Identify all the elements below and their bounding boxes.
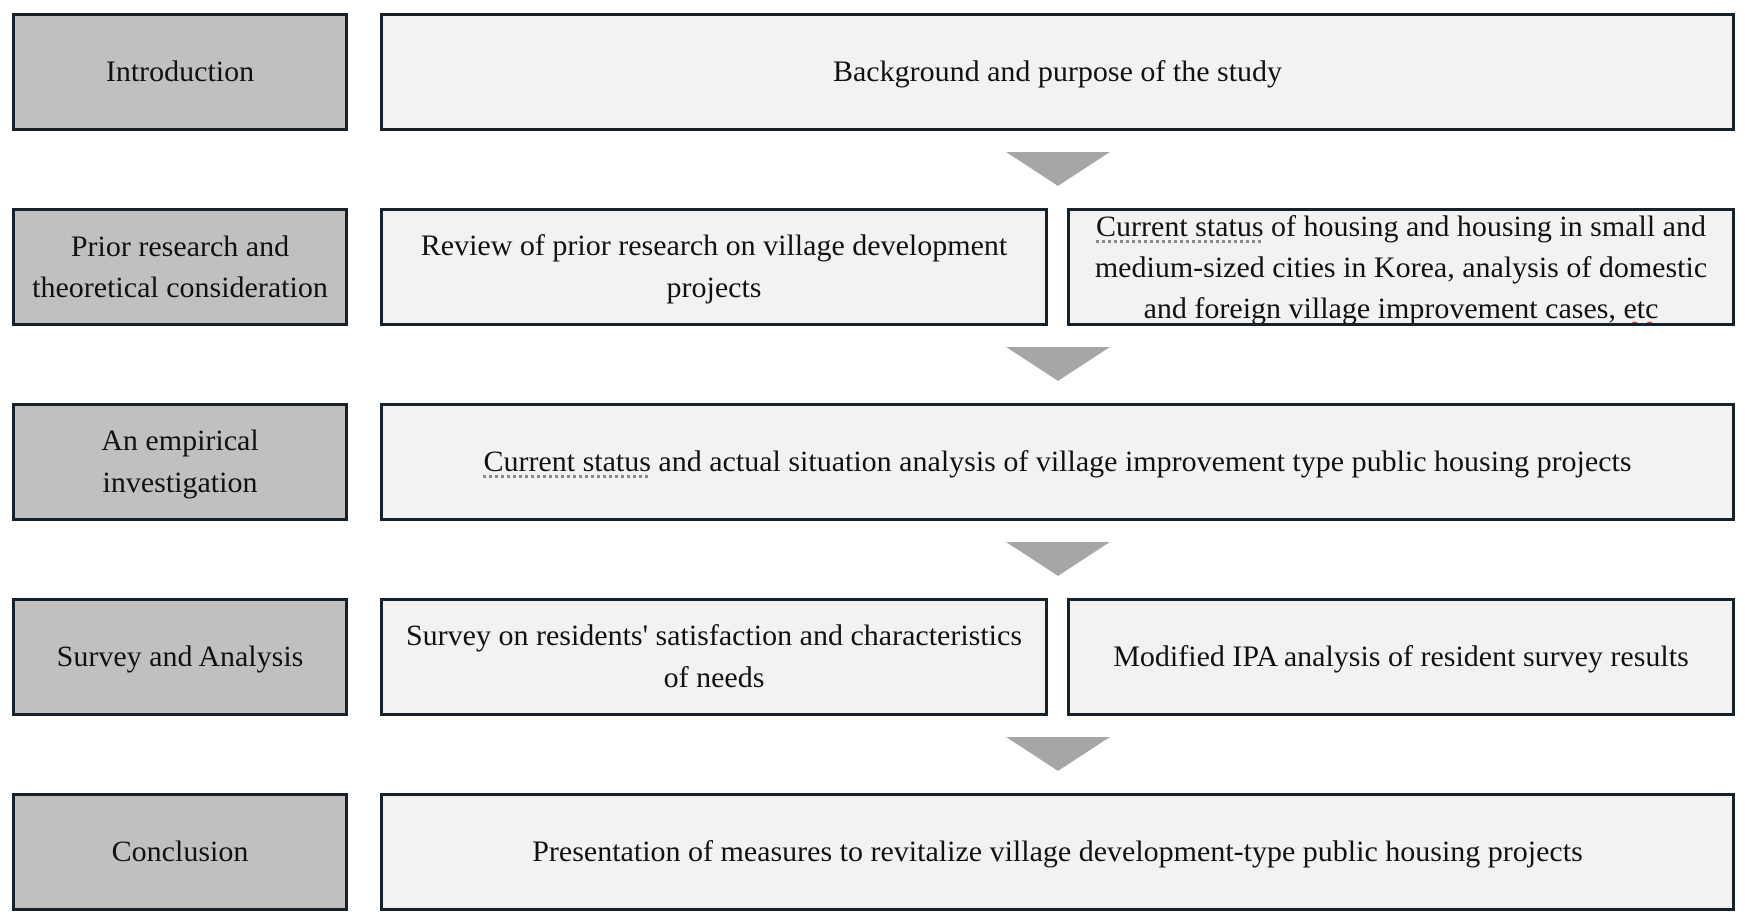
stage-content-text: Review of prior research on village deve…: [420, 229, 1008, 304]
stage-content-text: Modified IPA analysis of resident survey…: [1113, 640, 1689, 673]
stage-content-text: Presentation of measures to revitalize v…: [532, 835, 1583, 868]
stage-label-empirical: An empirical investigation: [12, 403, 348, 521]
stage-content-rest: of housing and housing in small and medi…: [1094, 209, 1708, 325]
stage-content-introduction: Background and purpose of the study: [380, 13, 1735, 131]
stage-label-text: Introduction: [105, 55, 255, 88]
stage-label-prior-research: Prior research and theoretical considera…: [12, 208, 348, 326]
stage-label-introduction: Introduction: [12, 13, 348, 131]
stage-label-text: An empirical investigation: [101, 424, 259, 499]
stage-label-text: Conclusion: [111, 835, 249, 868]
stage-content-text: Current status of housing and housing in…: [1086, 209, 1716, 325]
stage-content-text: Current status and actual situation anal…: [483, 441, 1631, 483]
stage-content-ipa: Modified IPA analysis of resident survey…: [1067, 598, 1735, 716]
stage-content-text: Survey on residents' satisfaction and ch…: [405, 619, 1023, 694]
stage-label-conclusion: Conclusion: [12, 793, 348, 911]
stage-label-text: Prior research and theoretical considera…: [32, 230, 328, 304]
stage-content-text: Background and purpose of the study: [832, 55, 1283, 88]
stage-label-text: Survey and Analysis: [56, 640, 304, 673]
stage-content-current-status: Current status of housing and housing in…: [1067, 208, 1735, 326]
stage-content-empirical: Current status and actual situation anal…: [380, 403, 1735, 521]
spellcheck-phrase: Current status: [483, 445, 651, 478]
down-arrow-icon: [1006, 737, 1110, 771]
stage-content-rest: and actual situation analysis of village…: [650, 445, 1632, 478]
down-arrow-icon: [1006, 347, 1110, 381]
spellcheck-word: etc: [1623, 291, 1659, 325]
stage-content-conclusion: Presentation of measures to revitalize v…: [380, 793, 1735, 911]
stage-label-survey: Survey and Analysis: [12, 598, 348, 716]
spellcheck-phrase: Current status: [1096, 209, 1264, 243]
down-arrow-icon: [1006, 152, 1110, 186]
stage-content-survey: Survey on residents' satisfaction and ch…: [380, 598, 1048, 716]
stage-content-prior-review: Review of prior research on village deve…: [380, 208, 1048, 326]
down-arrow-icon: [1006, 542, 1110, 576]
